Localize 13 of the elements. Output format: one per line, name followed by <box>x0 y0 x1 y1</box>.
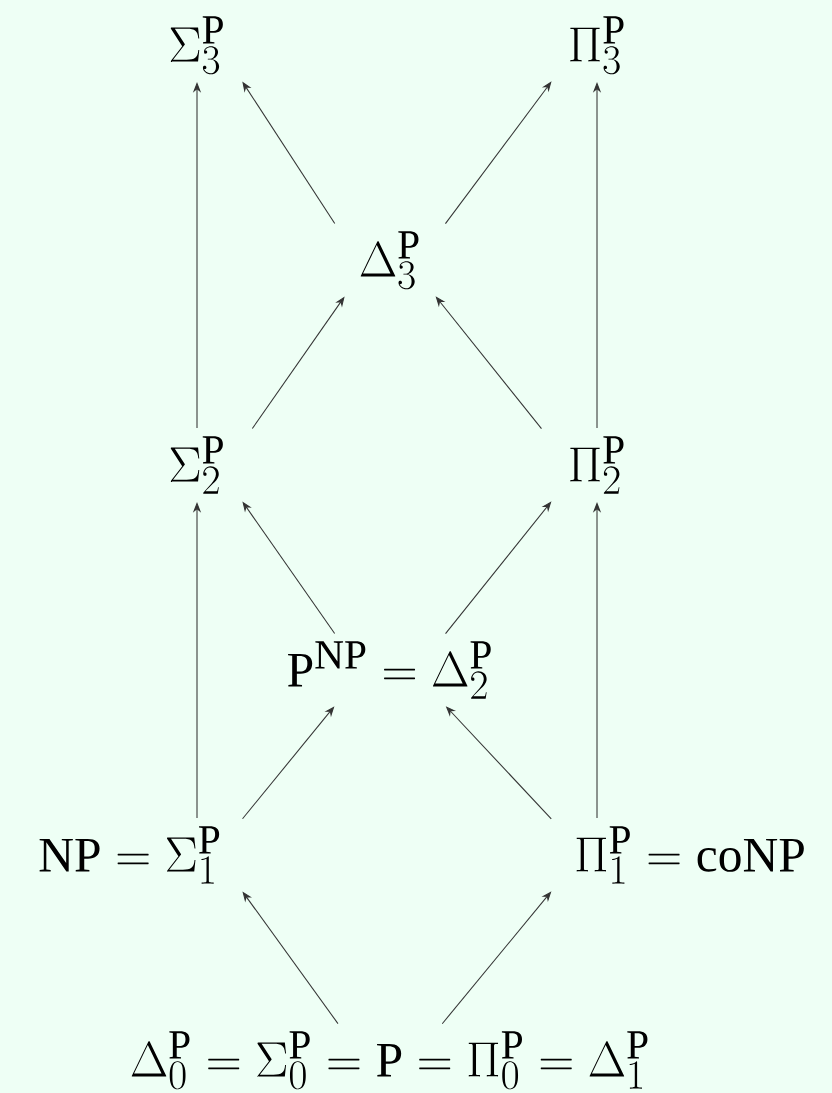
arrow <box>441 891 552 1025</box>
class-label: $\Delta_3^{\mathrm{P}}$ <box>360 231 419 290</box>
arrow <box>435 296 542 430</box>
class-label: $\Pi_1^{\mathrm{P}} = \mathrm{coNP}$ <box>576 826 804 884</box>
arrow <box>242 706 335 820</box>
class-label: $\mathrm{NP} = \Sigma_1^{\mathrm{P}}$ <box>39 826 220 884</box>
arrow <box>445 501 552 635</box>
class-label: $\Delta_0^{\mathrm{P}} = \Sigma_0^{\mathrm{P}} = \mathrm{P} = \Pi_0^{\mathrm{P}} = \Delta_1^{\mathrm{P}}$ <box>131 1031 648 1090</box>
class-label: $\Sigma_3^{\mathrm{P}}$ <box>170 16 223 75</box>
class-label: $\Sigma_2^{\mathrm{P}}$ <box>170 436 223 494</box>
class-label: $\mathrm{P}^{\mathrm{NP}} = \Delta_2^{\mathrm{P}}$ <box>288 641 491 699</box>
class-label: $\Pi_2^{\mathrm{P}}$ <box>570 436 624 494</box>
class-label: $\Pi_3^{\mathrm{P}}$ <box>570 16 624 75</box>
